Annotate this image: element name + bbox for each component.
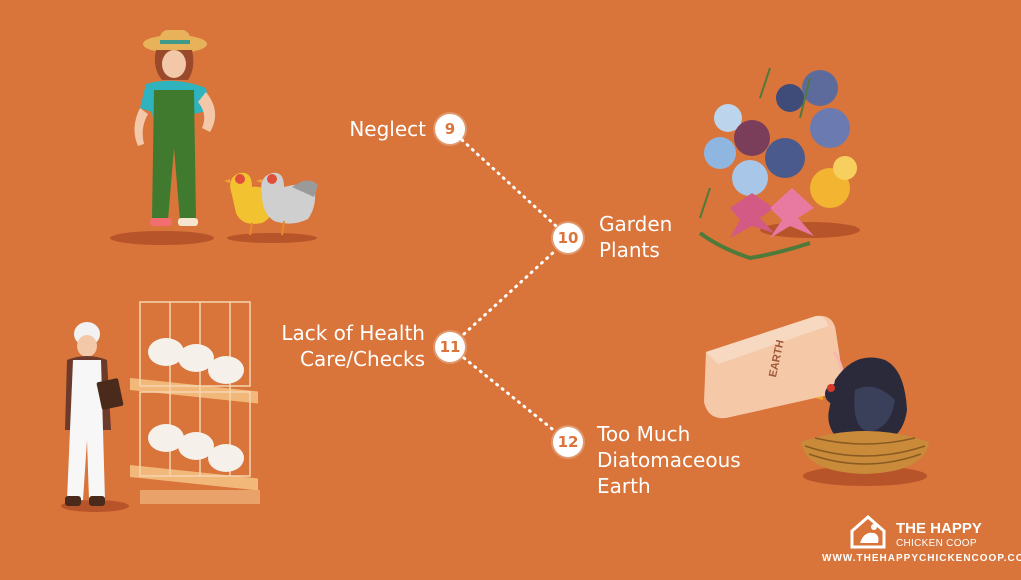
brand-subtitle: CHICKEN COOP: [896, 538, 977, 549]
item-10-label-line2: Plants: [599, 238, 660, 262]
item-12-label-line1: Too Much: [597, 422, 691, 446]
hen-nest-illustration: [801, 357, 929, 486]
bottle-illustration: EARTH: [704, 315, 845, 419]
brand-url[interactable]: WWW.THEHAPPYCHICKENCOOP.COM: [822, 553, 1021, 564]
item-11-label-line1: Lack of Health: [281, 321, 425, 345]
item-10-label-line1: Garden: [599, 212, 673, 236]
item-9-number: 9: [435, 114, 465, 144]
worker-illustration: [61, 322, 129, 512]
cage-illustration: [130, 301, 260, 504]
brand-title: THE HAPPY: [896, 520, 982, 537]
chickens-illustration: [224, 172, 318, 243]
item-12-label: Too Much Diatomaceous Earth: [597, 421, 767, 499]
item-10-number: 10: [553, 223, 583, 253]
item-9-label: Neglect: [349, 117, 426, 141]
flowers-illustration: [698, 67, 860, 261]
item-10-label: Garden Plants: [599, 211, 719, 263]
item-12-number: 12: [553, 427, 583, 457]
farmer-illustration: [110, 30, 216, 245]
item-12-label-line2: Diatomaceous: [597, 448, 741, 472]
connector-11-10: [462, 248, 558, 336]
logo-icon: [850, 515, 886, 549]
item-12-label-line3: Earth: [597, 474, 651, 498]
item-11-label: Lack of Health Care/Checks: [255, 320, 425, 372]
item-11-label-line2: Care/Checks: [300, 347, 425, 371]
connector-9-10: [460, 138, 558, 228]
item-11-number: 11: [435, 332, 465, 362]
connector-11-12: [462, 356, 558, 434]
